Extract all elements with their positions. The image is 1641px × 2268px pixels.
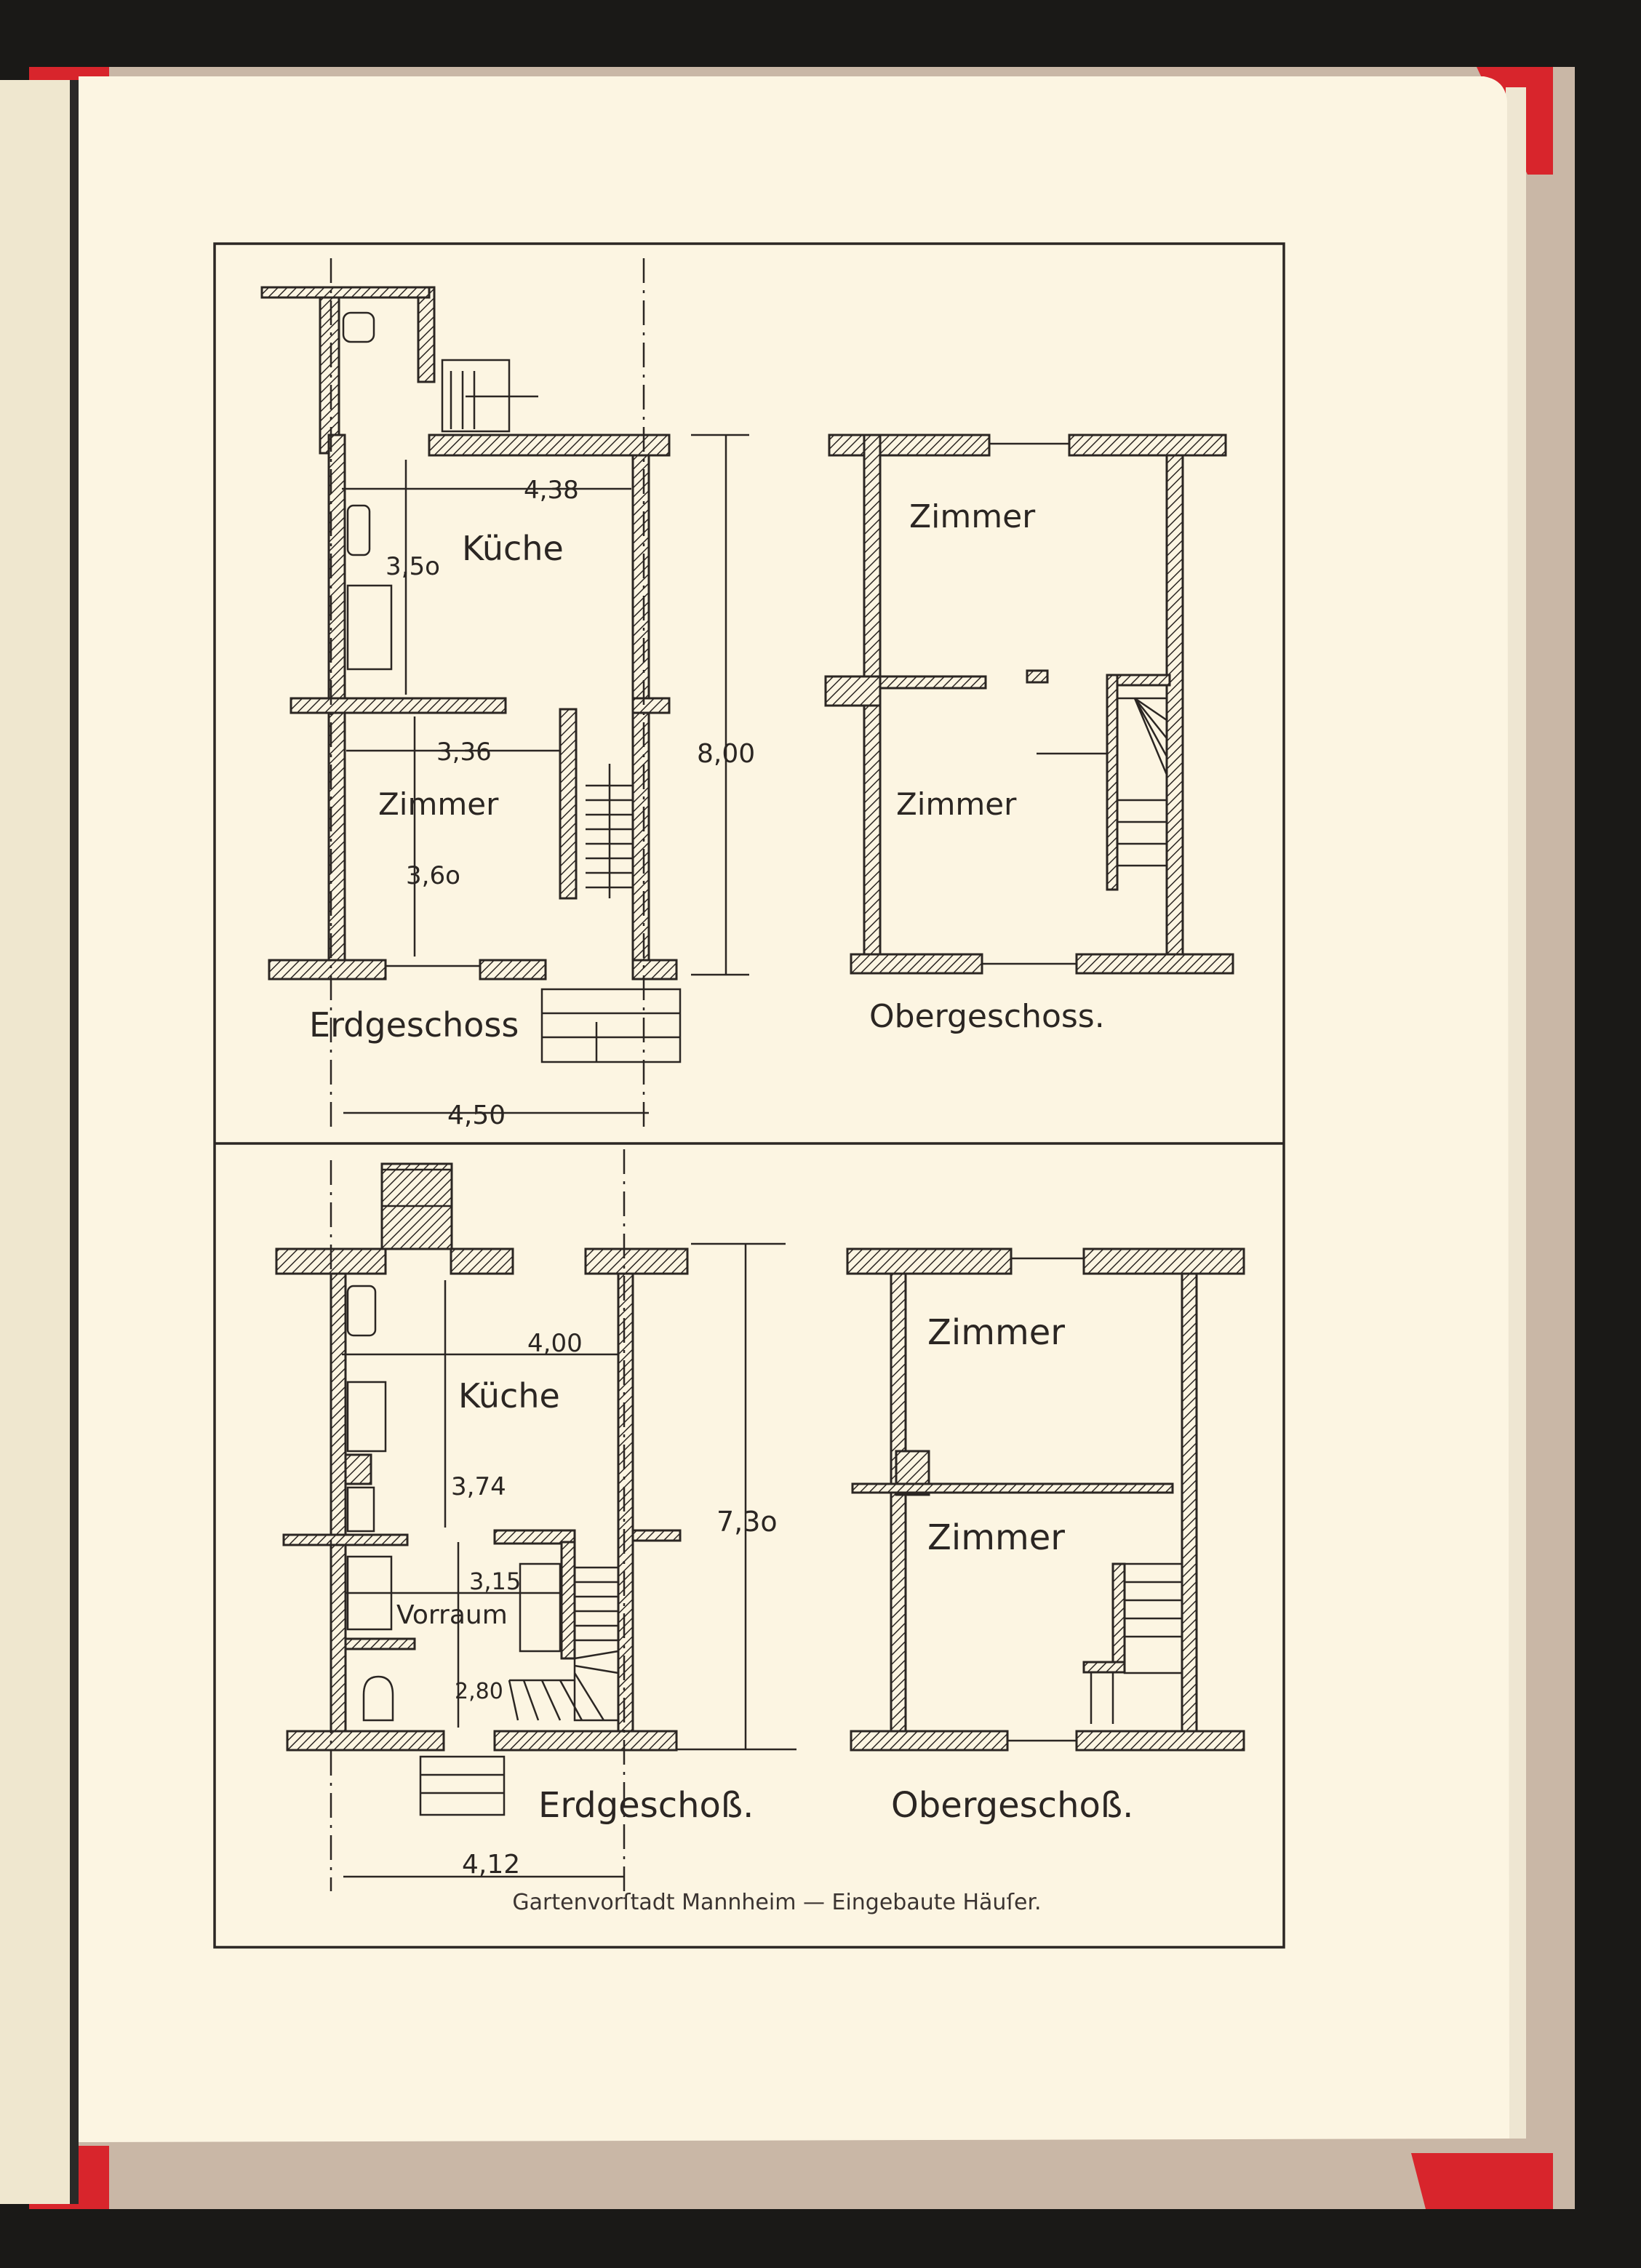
plan1-dim-total-width: 4,50 bbox=[447, 1101, 506, 1130]
left-page-edge bbox=[0, 80, 73, 2204]
plan2-dim-total-width: 4,12 bbox=[462, 1850, 520, 1880]
plan2-upper-top-wall-left bbox=[846, 1247, 1013, 1275]
plan1-stair-wall bbox=[559, 708, 578, 900]
plan1-ground-bottom-wall-mid bbox=[479, 959, 547, 981]
plan2-vestibule-wall bbox=[560, 1541, 576, 1660]
plan2-ground-flue bbox=[344, 1453, 372, 1485]
plan2-ground-bottom-wall-left bbox=[286, 1730, 445, 1752]
plan2-dim-total-depth: 7,3o bbox=[716, 1506, 778, 1538]
plan2-upper-room-back-label: Zimmer bbox=[927, 1312, 1065, 1353]
plan1-upper-flue bbox=[1026, 669, 1049, 684]
plan1-upper-top-wall-left bbox=[828, 434, 991, 457]
plan1-upper-middle-wall bbox=[879, 675, 987, 690]
plan2-upper-room-front-label: Zimmer bbox=[927, 1517, 1065, 1558]
plate-caption: Gartenvorſtadt Mannheim — Eingebaute Häu… bbox=[512, 1890, 1041, 1915]
plan2-upper-right-wall bbox=[1181, 1272, 1198, 1741]
plan1-ground-lines bbox=[330, 258, 749, 1127]
plan1-upper-bottom-wall-left bbox=[850, 953, 983, 975]
spine-gutter bbox=[70, 80, 79, 2204]
plan2-ground-middle-wall-left bbox=[282, 1533, 409, 1546]
plan2-ground-right-wall bbox=[617, 1272, 634, 1741]
plan1-upper-chimney bbox=[824, 675, 882, 707]
page-stack-edge bbox=[1506, 87, 1526, 2139]
plan1-ground-middle-wall-right bbox=[631, 697, 671, 714]
plan2-chimney-cap bbox=[380, 1168, 453, 1207]
plan1-annex-left-wall bbox=[319, 286, 340, 455]
plan1-ground-middle-wall bbox=[290, 697, 507, 714]
plan1-upper-right-wall bbox=[1165, 454, 1184, 966]
plan1-wc bbox=[342, 311, 375, 343]
plan2-dim-vestibule-depth: 2,80 bbox=[455, 1679, 503, 1704]
plan1-dim-room-depth: 3,6o bbox=[406, 861, 460, 890]
plan2-upper-middle-wall bbox=[851, 1482, 1174, 1494]
plan2-ground-left-wall bbox=[330, 1272, 347, 1741]
plan2-front-steps bbox=[419, 1755, 506, 1816]
plan2-ground-lines bbox=[330, 1149, 796, 1891]
plan1-ground-bottom-wall-left bbox=[268, 959, 387, 981]
plan1-upper-lines bbox=[982, 442, 1168, 965]
plan1-room-label: Zimmer bbox=[378, 786, 499, 822]
plan1-upper-floor bbox=[824, 434, 1234, 975]
plan2-upper-stair bbox=[1090, 1562, 1183, 1724]
plan2-vestibule-label: Vorraum bbox=[396, 1600, 508, 1630]
plan2-wc bbox=[362, 1675, 394, 1722]
plan1-upper-room-front-label: Zimmer bbox=[896, 786, 1017, 822]
plan1-dim-kitchen-width: 4,38 bbox=[524, 476, 579, 505]
plan2-upper-bottom-wall-left bbox=[850, 1730, 1009, 1752]
plan2-sink bbox=[346, 1285, 377, 1337]
plan1-upper-stair bbox=[1117, 697, 1168, 867]
plan2-ground-middle-wall-right bbox=[631, 1529, 682, 1542]
plan2-ground-bottom-wall-right bbox=[493, 1730, 678, 1752]
plan1-ground-floor-title: Erdgeschoss bbox=[309, 1005, 519, 1045]
plan1-interior-stair bbox=[586, 764, 633, 898]
plan1-ground-bottom-wall-right bbox=[631, 959, 678, 981]
cover-corner-bottom-right bbox=[1411, 2153, 1553, 2209]
plan2-interior-stair bbox=[508, 1566, 620, 1722]
plan1-dim-room-width: 3,36 bbox=[436, 738, 492, 767]
plan2-upper-bottom-wall-right bbox=[1075, 1730, 1245, 1752]
plan2-dim-kitchen-width: 4,00 bbox=[527, 1329, 583, 1358]
plan2-cabinet bbox=[346, 1486, 375, 1533]
plate-frame bbox=[213, 242, 1285, 1949]
plan2-upper-lines bbox=[1007, 1257, 1183, 1742]
plan2-ground-top-wall-mid bbox=[450, 1247, 514, 1275]
plan1-upper-room-back-label: Zimmer bbox=[909, 498, 1036, 535]
plan1-ground-floor bbox=[260, 286, 678, 981]
plan1-upper-stair-wall-side bbox=[1106, 674, 1119, 891]
plan2-ground-middle-wall-mid bbox=[493, 1529, 576, 1545]
plan2-upper-stair-wall-side bbox=[1111, 1562, 1126, 1667]
plan1-upper-top-wall-right bbox=[1068, 434, 1227, 457]
plan2-wc-wall bbox=[344, 1637, 416, 1650]
plan2-upper-floor bbox=[846, 1247, 1245, 1752]
plan2-dim-kitchen-depth: 3,74 bbox=[451, 1472, 506, 1501]
plan1-upper-bottom-wall-right bbox=[1075, 953, 1234, 975]
plan2-upper-left-wall bbox=[890, 1272, 907, 1741]
plan2-ground-floor bbox=[275, 1162, 689, 1752]
plan2-upper-top-wall-right bbox=[1082, 1247, 1245, 1275]
plan2-stove bbox=[346, 1381, 387, 1453]
plan1-ground-top-wall bbox=[428, 434, 671, 457]
plan1-dim-kitchen-depth: 3,5o bbox=[386, 552, 440, 581]
plan2-upper-floor-title: Obergeschoß. bbox=[891, 1785, 1133, 1826]
plan1-sink bbox=[346, 504, 371, 556]
plan1-annex-right-wall bbox=[417, 286, 436, 383]
plan1-back-stair bbox=[441, 359, 538, 433]
plan2-ground-top-wall-right bbox=[584, 1247, 689, 1275]
plan2-bench-right bbox=[519, 1562, 562, 1653]
plan1-front-steps bbox=[540, 988, 682, 1063]
plan1-dim-total-depth: 8,00 bbox=[697, 739, 755, 769]
plan2-dim-vestibule-width: 3,15 bbox=[469, 1568, 521, 1595]
page bbox=[79, 76, 1509, 2142]
plan2-ground-floor-title: Erdgeschoß. bbox=[538, 1785, 754, 1826]
plan2-kitchen-label: Küche bbox=[458, 1376, 560, 1415]
plan1-stove bbox=[346, 584, 393, 671]
plan2-upper-stair-wall-bottom bbox=[1082, 1661, 1126, 1674]
plan1-kitchen-label: Küche bbox=[462, 529, 564, 568]
plan1-annex-top-wall bbox=[260, 286, 431, 299]
plan1-upper-floor-title: Obergeschoss. bbox=[869, 998, 1105, 1035]
